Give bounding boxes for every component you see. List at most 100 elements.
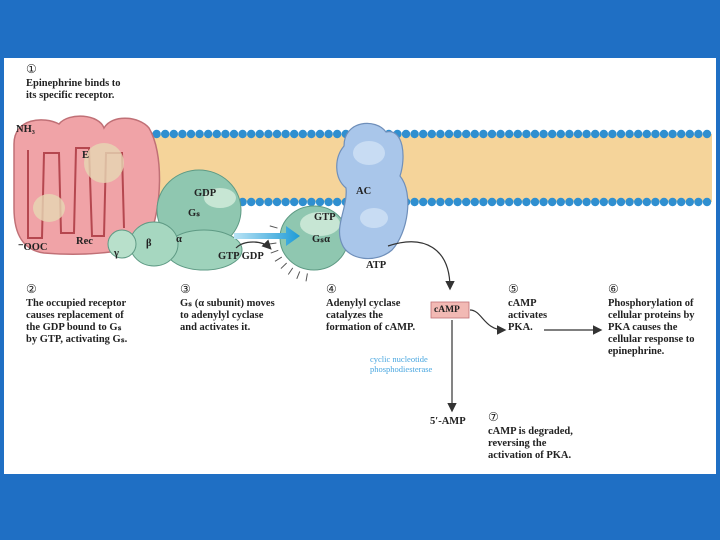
step-1-text: Epinephrine binds to its specific recept…: [26, 78, 121, 101]
lipid-head: [298, 129, 307, 139]
activation-tick: [280, 262, 288, 269]
lipid-head: [298, 197, 307, 207]
lipid-head: [453, 197, 462, 207]
lipid-head: [573, 197, 583, 207]
lipid-head: [599, 197, 608, 207]
lipid-head: [444, 129, 454, 139]
lipid-head: [539, 197, 548, 207]
step-7-marker: ⑦: [488, 410, 499, 424]
lipid-head: [419, 197, 428, 207]
lipid-head: [556, 197, 565, 207]
phosphodiesterase-label: cyclic nucleotide phosphodiesterase: [370, 354, 433, 374]
lipid-head: [333, 129, 342, 139]
activation-tick: [270, 249, 279, 254]
gtp-exchange-arrow: [235, 239, 272, 250]
lipid-head: [255, 197, 264, 207]
signal-pathway-diagram: [13, 115, 712, 413]
step-3-marker: ③: [180, 282, 191, 296]
lipid-head: [522, 197, 531, 207]
lipid-head: [582, 129, 591, 139]
lipid-head: [487, 129, 497, 139]
activated-gs-alpha: [268, 205, 349, 282]
beta-adrenergic-receptor: [13, 115, 161, 255]
lipid-head: [642, 197, 651, 207]
step-1-marker: ①: [26, 62, 37, 76]
step-6-text: Phosphorylation of cellular proteins by …: [608, 298, 695, 357]
lipid-head: [462, 197, 471, 207]
camp-box: [430, 301, 470, 319]
lipid-head: [419, 129, 428, 139]
lipid-head: [247, 197, 256, 207]
step-6-marker: ⑥: [608, 282, 619, 296]
five-amp-label: 5′-AMP: [430, 416, 466, 427]
step-4-text: Adenylyl cyclase catalyzes the formation…: [326, 298, 416, 333]
figure-panel: NH₃ E ⁻OOC Rec GDP Gₛ β γ α GTP Gₛα AC G…: [4, 58, 716, 474]
lipid-head: [513, 197, 522, 207]
lipid-head: [573, 129, 583, 139]
lipid-head: [591, 129, 600, 139]
lipid-head: [169, 129, 178, 139]
lipid-head: [487, 197, 497, 207]
gtp-label: GTP: [314, 212, 336, 223]
lipid-head: [548, 129, 557, 139]
lipid-head: [496, 129, 505, 139]
lipid-head: [694, 129, 703, 139]
rec-label: Rec: [76, 236, 93, 247]
lipid-head: [548, 197, 557, 207]
step-7-text: cAMP is degraded, reversing the activati…: [488, 426, 573, 461]
lipid-head: [427, 129, 436, 139]
step-2-text: The occupied receptor causes replacement…: [26, 298, 128, 345]
gs-label: Gₛ: [188, 208, 201, 219]
lipid-head: [462, 129, 471, 139]
lipid-head: [315, 197, 325, 207]
lipid-head: [410, 197, 419, 207]
lipid-head: [324, 129, 333, 139]
gs-alpha-move-arrow: [234, 226, 300, 246]
e-label: E: [82, 150, 90, 161]
atp-label: ATP: [366, 260, 387, 271]
lipid-head: [186, 129, 196, 139]
lipid-head: [539, 129, 548, 139]
lipid-head: [702, 197, 712, 207]
lipid-head: [677, 197, 686, 207]
lipid-head: [591, 197, 600, 207]
lipid-head: [436, 197, 445, 207]
lipid-head: [290, 129, 299, 139]
lipid-head: [668, 197, 677, 207]
lipid-head: [694, 197, 703, 207]
lipid-head: [307, 197, 316, 207]
lipid-head: [264, 197, 273, 207]
lipid-head: [247, 129, 256, 139]
lipid-head: [479, 197, 488, 207]
lipid-head: [522, 129, 531, 139]
activation-tick: [296, 271, 301, 279]
gtp-gdp-label: GTP GDP: [218, 251, 264, 262]
lipid-head: [582, 197, 591, 207]
alpha-label: α: [176, 234, 182, 245]
lipid-head: [272, 129, 282, 139]
atp-to-camp-arrow: [387, 241, 455, 291]
ooc-label: ⁻OOC: [18, 242, 48, 253]
lipid-head: [505, 129, 514, 139]
lipid-head: [505, 197, 514, 207]
lipid-head: [608, 129, 617, 139]
lipid-head: [659, 129, 669, 139]
activation-tick: [287, 267, 294, 275]
lipid-head: [264, 129, 273, 139]
step-4-marker: ④: [326, 282, 337, 296]
adenylyl-cyclase: [336, 122, 409, 260]
lipid-head: [616, 129, 626, 139]
lipid-head: [668, 129, 677, 139]
lipid-head: [444, 197, 454, 207]
lipid-head: [315, 129, 325, 139]
lipid-head: [333, 197, 342, 207]
lipid-head: [238, 129, 247, 139]
lipid-head: [470, 197, 479, 207]
activation-tick: [269, 225, 278, 229]
lipid-head: [608, 197, 617, 207]
camp-to-pka-arrow: [469, 309, 507, 335]
lipid-head: [152, 129, 161, 139]
lipid-head: [677, 129, 686, 139]
step-5-text: cAMP activates PKA.: [508, 298, 548, 333]
lipid-head: [427, 197, 436, 207]
